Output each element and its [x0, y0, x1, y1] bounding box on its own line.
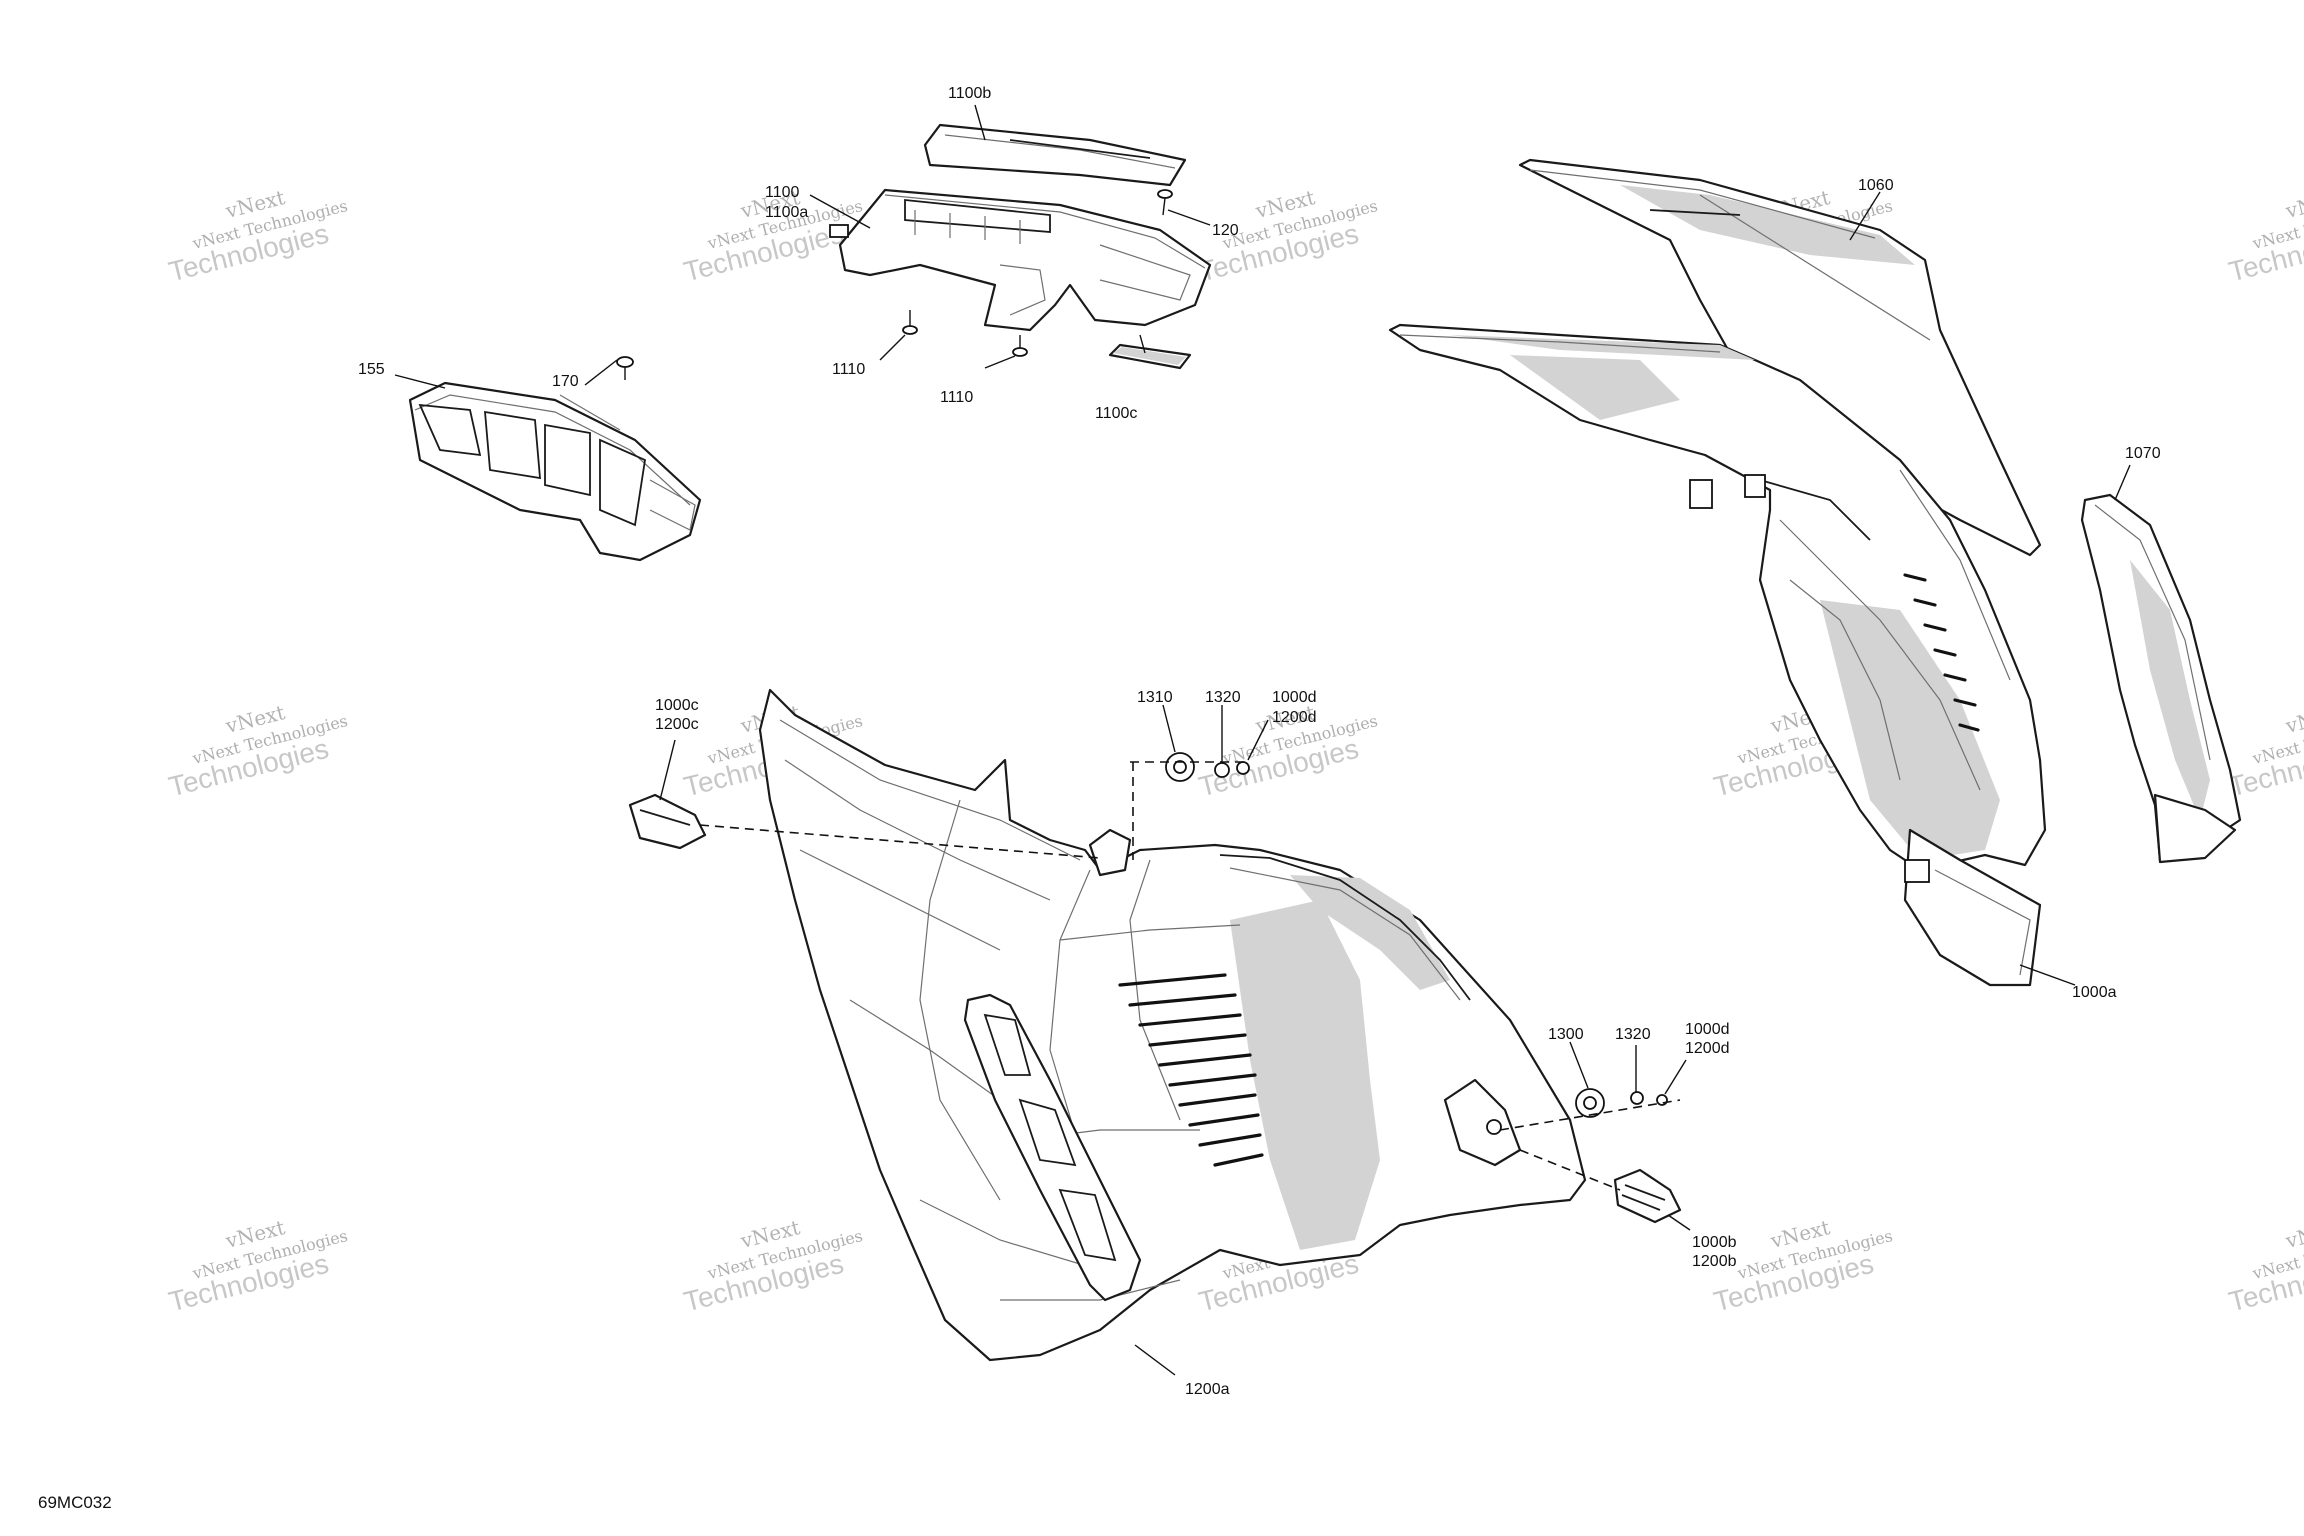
- screw-1000d-top: [1236, 761, 1250, 775]
- screw-1110-left: [902, 310, 918, 335]
- callout-1110-right: 1110: [940, 389, 973, 406]
- screw-170: [616, 356, 634, 380]
- callout-1320-bot: 1320: [1615, 1026, 1651, 1043]
- part-1000c-clip: [628, 793, 707, 850]
- callout-1100b: 1100b: [948, 85, 991, 102]
- washer-1320-bot: [1630, 1091, 1644, 1105]
- part-1000a-right-panel: [1388, 323, 2047, 987]
- watermark-line1: vNext: [2282, 700, 2304, 738]
- watermark: vNext vNext Technologies Technologies: [166, 700, 350, 802]
- part-1310-grommet: [1165, 752, 1195, 782]
- callout-120: 120: [1212, 222, 1239, 239]
- callout-1000d-top: 1000d: [1272, 689, 1317, 706]
- callout-1000d-bot: 1000d: [1685, 1021, 1730, 1038]
- callout-1200c: 1200c: [655, 716, 699, 733]
- watermark: vNext vNext Technologies Technologies: [681, 1215, 865, 1317]
- callout-1200a: 1200a: [1185, 1381, 1230, 1398]
- callout-1000a: 1000a: [2072, 984, 2117, 1001]
- part-1000b-clip: [1613, 1168, 1682, 1224]
- callout-1200d-top: 1200d: [1272, 709, 1317, 726]
- part-1100-upper-bracket: [829, 188, 1212, 332]
- callout-1300: 1300: [1548, 1026, 1584, 1043]
- callout-170: 170: [552, 373, 579, 390]
- part-1200a-left-panel: [758, 688, 1587, 1362]
- callout-1100a: 1100a: [765, 204, 808, 221]
- callout-1310: 1310: [1137, 689, 1173, 706]
- assembly-lines: [699, 761, 1681, 1191]
- watermark: vNext vNext Technologies Technologies: [2226, 1215, 2304, 1317]
- leader-lines: [394, 104, 2131, 1376]
- callout-1000c: 1000c: [655, 697, 699, 714]
- callout-1320-top: 1320: [1205, 689, 1241, 706]
- screw-1110-right: [1012, 335, 1028, 357]
- callout-labels: 155 170 1100 1100a 1100b 1100c 120 1110 …: [358, 85, 2161, 1398]
- part-1070-side-trim: [2080, 493, 2242, 864]
- part-155-vent-grille: [408, 381, 702, 562]
- diagram-reference: 69MC032: [38, 1493, 112, 1512]
- callout-1110-left: 1110: [832, 361, 865, 378]
- callout-1200b: 1200b: [1692, 1253, 1737, 1270]
- callout-1100c: 1100c: [1095, 405, 1137, 422]
- watermark-line1: vNext: [2282, 185, 2304, 223]
- callout-1070: 1070: [2125, 445, 2161, 462]
- watermark: vNext vNext Technologies Technologies: [166, 1215, 350, 1317]
- callout-1000b: 1000b: [1692, 1234, 1737, 1251]
- part-1100c-strip: [1108, 343, 1192, 370]
- washer-1320-top: [1214, 762, 1230, 778]
- callout-1100: 1100: [765, 184, 800, 201]
- watermark: vNext vNext Technologies Technologies: [166, 185, 350, 287]
- callout-1200d-bot: 1200d: [1685, 1040, 1730, 1057]
- screw-1000d-bot: [1656, 1094, 1668, 1106]
- watermark-line1: vNext: [2282, 1215, 2304, 1253]
- screw-120: [1157, 189, 1173, 216]
- part-1060-windshield: [1518, 158, 2042, 557]
- callout-1060: 1060: [1858, 177, 1894, 194]
- watermark: vNext vNext Technologies Technologies: [2226, 185, 2304, 287]
- part-1300-grommet: [1575, 1088, 1605, 1118]
- callout-155: 155: [358, 361, 385, 378]
- part-1100b-cover: [923, 123, 1187, 187]
